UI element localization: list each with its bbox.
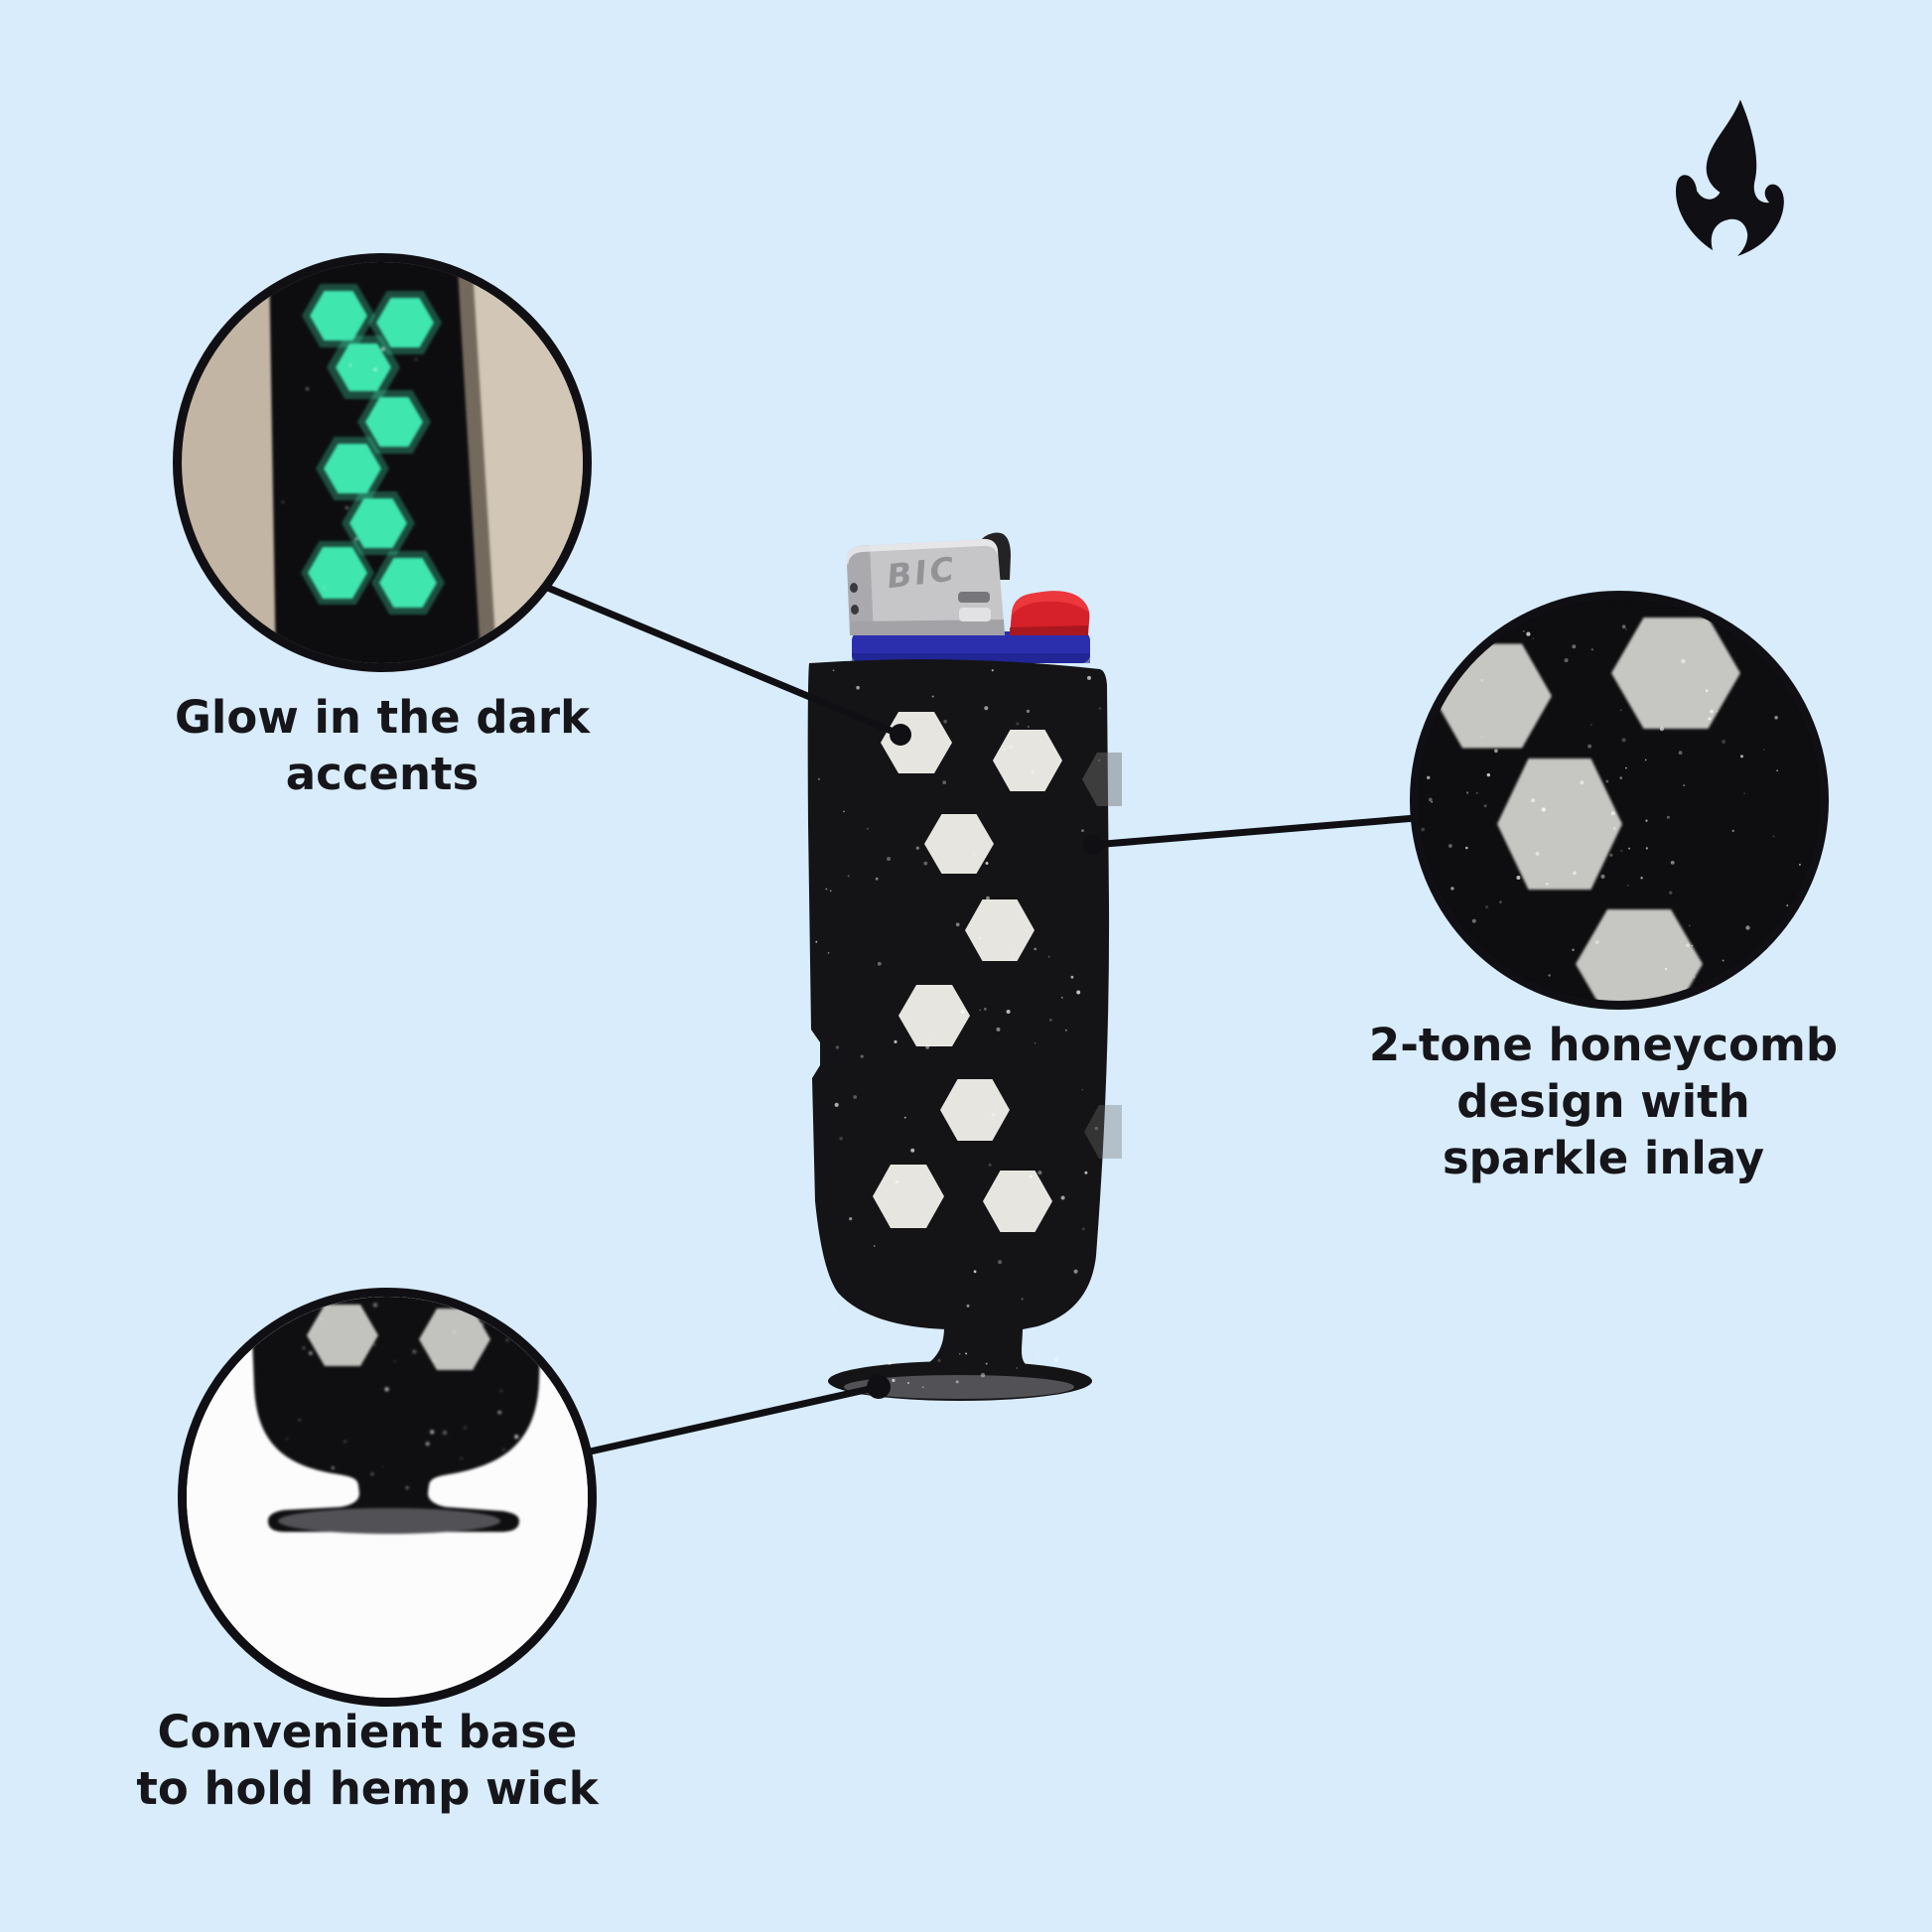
connector-dot-honeycomb <box>1083 835 1103 855</box>
connector-line-base <box>582 1383 883 1456</box>
cap-vent-hole <box>851 605 859 615</box>
connector-dot-base <box>867 1375 891 1399</box>
metal-cap: BIC <box>846 538 1005 635</box>
base-stem <box>915 1327 1035 1369</box>
honeycomb-closeup-photo <box>1419 600 1820 1001</box>
flame-icon <box>1675 99 1784 271</box>
caption-base-line: Convenient base <box>157 1706 578 1758</box>
base-hexagons <box>307 1305 490 1370</box>
brand-engraving: BIC <box>885 549 959 596</box>
hexagon-inlay-pattern <box>873 712 1122 1232</box>
glow-closeup-photo <box>182 262 583 663</box>
caption-base-line: to hold hemp wick <box>136 1762 599 1815</box>
caption-base: Convenient base to hold hemp wick <box>69 1704 665 1817</box>
glow-hexagons <box>301 284 445 615</box>
lighter-blue-band-shadow <box>852 653 1090 663</box>
caption-glow-line: accents <box>285 748 480 800</box>
cap-guard-slot <box>958 592 990 603</box>
caption-glow-line: Glow in the dark <box>174 691 591 744</box>
case-sparkle <box>815 669 1102 1315</box>
connector-line-honeycomb <box>1089 814 1420 849</box>
base-closeup-photo <box>187 1297 588 1698</box>
base-disc-underside <box>844 1375 1074 1399</box>
caption-honeycomb: 2-tone honeycomb design with sparkle inl… <box>1320 1017 1886 1186</box>
cap-guard-slot <box>959 608 991 621</box>
red-ignition-button <box>1010 591 1090 635</box>
callout-circle-glow <box>173 253 592 672</box>
caption-glow: Glow in the dark accents <box>79 689 685 802</box>
base-disc-bottom <box>278 1508 500 1534</box>
connector-line-glow <box>527 577 904 739</box>
callout-circle-base <box>178 1288 597 1707</box>
caption-honeycomb-line: design with <box>1456 1075 1750 1128</box>
cap-vent-hole <box>850 583 858 593</box>
disc-sparkle <box>888 1352 1058 1389</box>
caption-honeycomb-line: sparkle inlay <box>1442 1132 1765 1184</box>
caption-honeycomb-line: 2-tone honeycomb <box>1368 1019 1839 1071</box>
case-body <box>807 659 1110 1329</box>
callout-circle-honeycomb <box>1410 591 1829 1010</box>
lighter-product-photo: BIC <box>807 532 1122 1401</box>
connector-dot-glow <box>890 724 911 746</box>
